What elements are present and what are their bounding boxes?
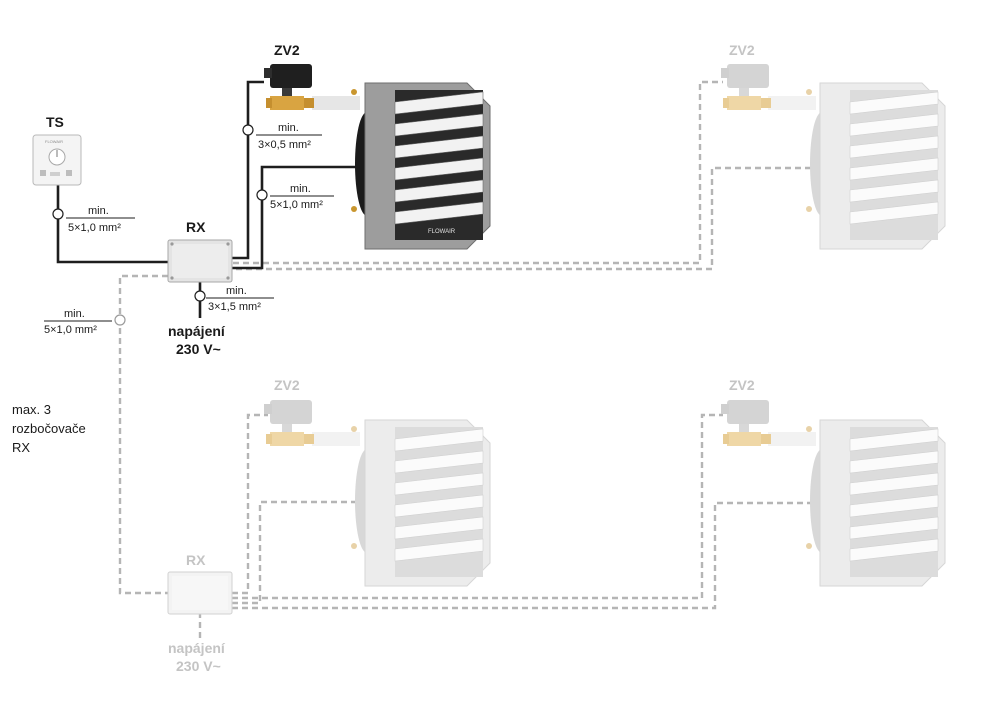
label-rx-secondary: RX — [186, 552, 206, 568]
valve-zv2-bottom-left — [264, 400, 314, 446]
heater-bottom-left — [351, 419, 491, 587]
svg-text:min.: min. — [290, 183, 311, 195]
svg-text:min.: min. — [88, 205, 109, 217]
thermostat-logo: FLOWAIR — [45, 139, 63, 144]
svg-text:3×1,5 mm²: 3×1,5 mm² — [208, 301, 261, 313]
rx-box-secondary — [167, 571, 233, 615]
inactive-wiring — [118, 80, 830, 640]
label-power-main-2: 230 V~ — [176, 341, 221, 357]
label-zv2-bottom-left: ZV2 — [274, 377, 300, 393]
heater-bottom-right — [806, 419, 946, 587]
label-power-sec-1: napájení — [168, 640, 226, 656]
valve-zv2-top-right — [721, 64, 771, 110]
cable-glands — [52, 124, 268, 326]
cable-spec-rx-zv2: min. 3×0,5 mm² — [256, 122, 322, 151]
label-power-main-1: napájení — [168, 323, 226, 339]
cable-spec-rx-rx: min. 5×1,0 mm² — [44, 308, 112, 336]
label-max-rx-3: RX — [12, 440, 30, 455]
cable-spec-rx-heater: min. 5×1,0 mm² — [270, 183, 334, 211]
valve-zv2-bottom-right — [721, 400, 771, 446]
pipe-connectors — [312, 96, 816, 446]
heater-top-right — [806, 82, 946, 250]
svg-text:5×1,0 mm²: 5×1,0 mm² — [270, 199, 323, 211]
svg-text:min.: min. — [64, 308, 85, 320]
label-zv2-top-right: ZV2 — [729, 42, 755, 58]
thermostat-ts — [32, 134, 82, 186]
label-max-rx-2: rozbočovače — [12, 421, 86, 436]
rx-box-main — [167, 239, 233, 283]
valve-zv2-main — [264, 64, 314, 110]
heater-main — [351, 82, 491, 250]
svg-text:min.: min. — [226, 285, 247, 297]
svg-text:5×1,0 mm²: 5×1,0 mm² — [68, 222, 121, 234]
label-power-sec-2: 230 V~ — [176, 658, 221, 674]
heater-main-logo: FLOWAIR — [428, 229, 456, 235]
label-zv2-main: ZV2 — [274, 42, 300, 58]
label-ts: TS — [46, 114, 64, 130]
label-zv2-bottom-right: ZV2 — [729, 377, 755, 393]
label-rx-main: RX — [186, 219, 206, 235]
svg-text:5×1,0 mm²: 5×1,0 mm² — [44, 324, 97, 336]
label-max-rx-1: max. 3 — [12, 402, 51, 417]
cable-spec-rx-power: min. 3×1,5 mm² — [206, 285, 274, 313]
cable-spec-ts-rx: min. 5×1,0 mm² — [66, 205, 135, 234]
svg-text:min.: min. — [278, 122, 299, 134]
svg-text:3×0,5 mm²: 3×0,5 mm² — [258, 139, 311, 151]
